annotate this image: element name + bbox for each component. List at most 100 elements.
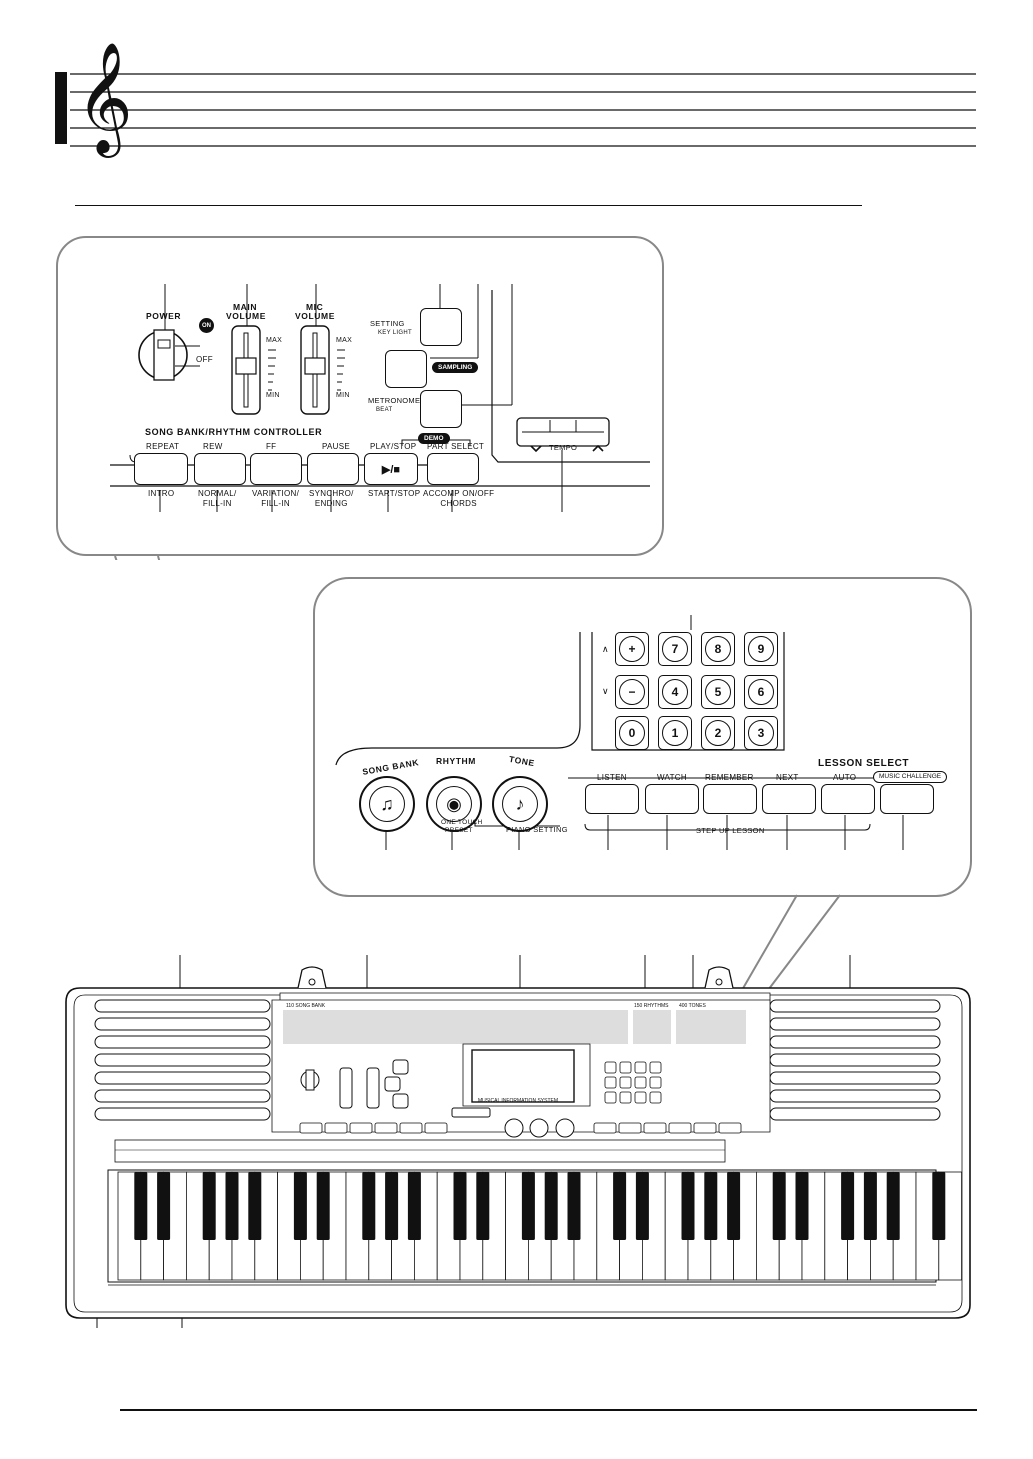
numpad-key-label: 2 xyxy=(705,720,731,746)
mic-volume-min: MIN xyxy=(336,392,350,399)
numpad-key-plus[interactable]: + xyxy=(615,632,649,666)
main-volume-slider[interactable] xyxy=(232,326,260,414)
numpad-down-icon: ∨ xyxy=(602,686,609,696)
numpad-key-label: 3 xyxy=(748,720,774,746)
setting-button[interactable] xyxy=(420,308,462,346)
black-key xyxy=(886,1172,900,1240)
numpad-key-label: − xyxy=(619,679,645,705)
black-key xyxy=(476,1172,490,1240)
song-bank-icon: ♫ xyxy=(369,786,405,822)
top-panel-frame xyxy=(56,236,664,556)
mis-label: MUSICAL INFORMATION SYSTEM xyxy=(478,1098,559,1104)
rew-label: REW xyxy=(203,442,223,451)
top-callout-lines xyxy=(110,284,650,560)
tone-button[interactable]: ♪ xyxy=(492,776,548,832)
listen-button[interactable] xyxy=(585,784,639,814)
metronome-button[interactable] xyxy=(420,390,462,428)
numpad-key-6[interactable]: 6 xyxy=(744,675,778,709)
footer-rule xyxy=(120,1409,977,1411)
numpad-key-3[interactable]: 3 xyxy=(744,716,778,750)
next-label: NEXT xyxy=(776,773,799,782)
treble-clef-icon: 𝄞 xyxy=(76,41,133,153)
watch-label: WATCH xyxy=(657,773,687,782)
black-key xyxy=(841,1172,855,1240)
header-staff xyxy=(70,73,976,147)
numpad-key-0[interactable]: 0 xyxy=(615,716,649,750)
start-stop-button[interactable]: ▶/■ xyxy=(364,453,418,485)
numpad-key-1[interactable]: 1 xyxy=(658,716,692,750)
song-bank-button[interactable]: ♫ xyxy=(359,776,415,832)
numpad-key-8[interactable]: 8 xyxy=(701,632,735,666)
normal-fill-in-label: NORMAL/ FILL-IN xyxy=(198,489,237,508)
numpad-key-label: 5 xyxy=(705,679,731,705)
numpad-key-label: 7 xyxy=(662,636,688,662)
music-challenge-badge: MUSIC CHALLENGE xyxy=(873,771,948,783)
numpad-key-9[interactable]: 9 xyxy=(744,632,778,666)
remember-button[interactable] xyxy=(703,784,757,814)
numpad-key-7[interactable]: 7 xyxy=(658,632,692,666)
tempo-button[interactable] xyxy=(517,418,609,446)
demo-badge: DEMO xyxy=(418,433,450,444)
numpad-key-minus[interactable]: − xyxy=(615,675,649,709)
part-select-label: PART SELECT xyxy=(427,442,485,451)
lesson-select-label: LESSON SELECT xyxy=(818,758,910,769)
black-key xyxy=(293,1172,307,1240)
numpad-key-5[interactable]: 5 xyxy=(701,675,735,709)
black-key xyxy=(316,1172,330,1240)
auto-button[interactable] xyxy=(821,784,875,814)
numpad-key-label: 0 xyxy=(619,720,645,746)
song-bank-badge: 110 SONG BANK xyxy=(286,1003,326,1009)
rhythm-button[interactable]: ◉ xyxy=(426,776,482,832)
power-on-indicator: ON xyxy=(199,318,214,333)
next-button[interactable] xyxy=(762,784,816,814)
intro-button[interactable] xyxy=(134,453,188,485)
main-volume-max: MAX xyxy=(266,337,283,344)
synchro-ending-label: SYNCHRO/ ENDING xyxy=(309,489,354,508)
black-key xyxy=(727,1172,741,1240)
numpad-key-label: 8 xyxy=(705,636,731,662)
sampling-button[interactable] xyxy=(385,350,427,388)
section-rule xyxy=(75,205,862,206)
power-switch[interactable] xyxy=(139,331,187,379)
black-key xyxy=(157,1172,171,1240)
intro-label: INTRO xyxy=(148,489,175,498)
black-key xyxy=(544,1172,558,1240)
listen-label: LISTEN xyxy=(597,773,627,782)
tempo-label: TEMPO xyxy=(549,443,578,452)
numpad-up-icon: ∧ xyxy=(602,644,609,654)
metronome-beat-label: BEAT xyxy=(376,407,393,413)
black-key xyxy=(704,1172,718,1240)
numpad-key-label: 6 xyxy=(748,679,774,705)
start-stop-label: START/STOP xyxy=(368,489,421,498)
black-key xyxy=(202,1172,216,1240)
black-key xyxy=(385,1172,399,1240)
violin-icon: ♪ xyxy=(502,786,538,822)
metronome-label: METRONOME xyxy=(368,396,421,405)
numpad-key-2[interactable]: 2 xyxy=(701,716,735,750)
watch-button[interactable] xyxy=(645,784,699,814)
piano-setting-label: PIANO SETTING xyxy=(506,825,568,834)
mid-panel-frame xyxy=(313,577,972,897)
variation-fill-in-button[interactable] xyxy=(250,453,302,485)
pause-label: PAUSE xyxy=(322,442,351,451)
variation-fill-in-label: VARIATION/ FILL-IN xyxy=(252,489,300,508)
tones-badge: 400 TONES xyxy=(679,1003,706,1009)
repeat-label: REPEAT xyxy=(146,442,180,451)
black-key xyxy=(613,1172,627,1240)
black-key xyxy=(362,1172,376,1240)
power-off-label: OFF xyxy=(196,355,213,364)
black-key xyxy=(567,1172,581,1240)
music-challenge-button[interactable] xyxy=(880,784,934,814)
black-key xyxy=(134,1172,148,1240)
black-key xyxy=(681,1172,695,1240)
normal-fill-in-button[interactable] xyxy=(194,453,246,485)
one-touch-label: ONE TOUCH xyxy=(441,819,483,826)
accomp-button[interactable] xyxy=(427,453,479,485)
mic-volume-slider[interactable] xyxy=(301,326,329,414)
black-key xyxy=(932,1172,946,1240)
play-stop-label: PLAY/STOP xyxy=(370,442,417,451)
black-key xyxy=(795,1172,809,1240)
synchro-ending-button[interactable] xyxy=(307,453,359,485)
mic-volume-max: MAX xyxy=(336,337,353,344)
numpad-key-4[interactable]: 4 xyxy=(658,675,692,709)
